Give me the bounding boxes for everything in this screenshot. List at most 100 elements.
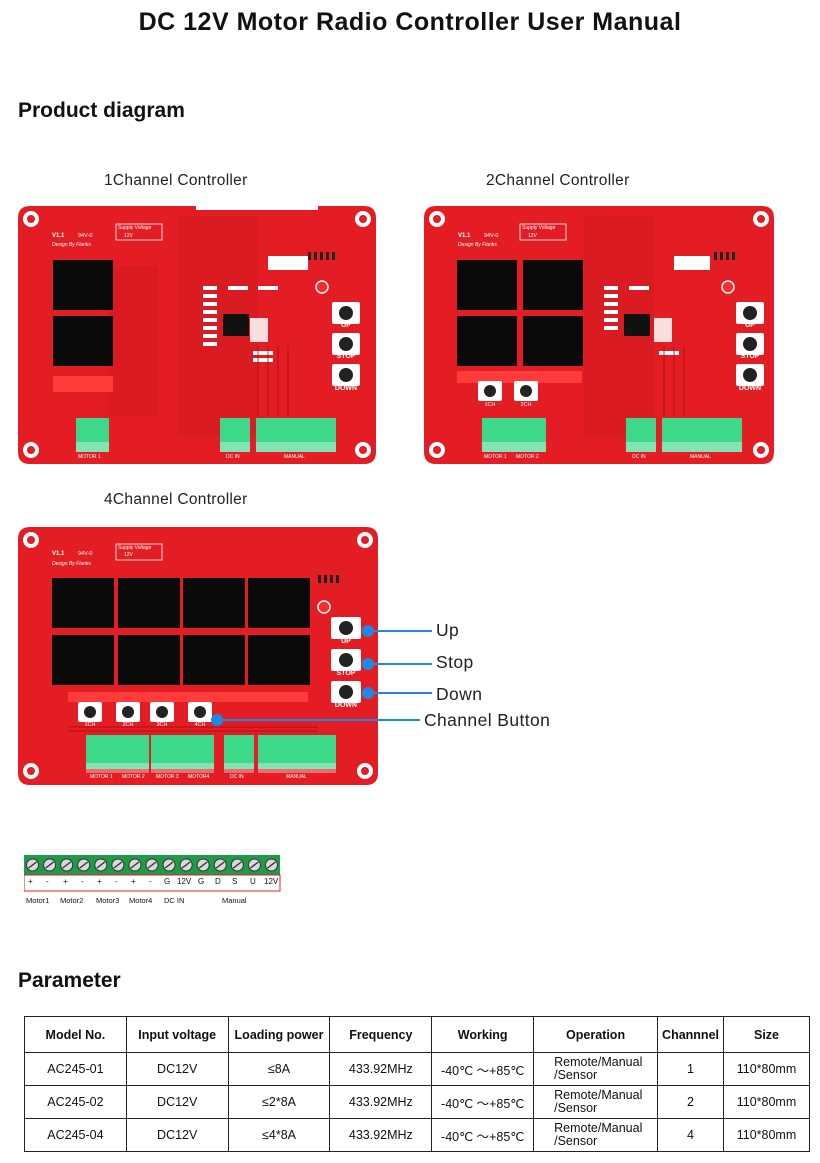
terminal-label-dc-in: DC IN xyxy=(230,774,244,780)
document-title: DC 12V Motor Radio Controller User Manua… xyxy=(138,8,682,36)
cell-input-voltage: DC12V xyxy=(125,1118,229,1152)
terminal-screw-slot xyxy=(267,861,276,869)
group-label-dc-in: DC IN xyxy=(164,896,185,905)
header-channel: Channnel xyxy=(657,1016,725,1053)
stop-button-label: STOP xyxy=(336,353,356,360)
cell-loading-power: ≤2*8A xyxy=(227,1085,331,1119)
board-rating: 94V-0 xyxy=(78,551,93,557)
cell-size: 110*80mm xyxy=(723,1118,810,1152)
terminal-screw-slot xyxy=(130,861,140,869)
board-rating: 94V-0 xyxy=(78,233,93,239)
section-title-diagram: Product diagram xyxy=(18,99,185,122)
terminal-screw-slot xyxy=(28,861,37,869)
cell-channel: 4 xyxy=(657,1118,725,1152)
table-row: AC245-02 DC12V ≤2*8A 433.92MHz -40℃ ～+85… xyxy=(24,1085,810,1119)
supply-voltage-value: 12V xyxy=(528,233,537,239)
terminal-label-manual: MANUAL xyxy=(690,454,711,460)
cell-frequency: 433.92MHz xyxy=(329,1085,433,1119)
terminal-screw-slot xyxy=(113,861,123,869)
cell-operation: Remote/Manual /Sensor xyxy=(533,1085,659,1119)
cell-input-voltage: DC12V xyxy=(125,1085,229,1119)
down-button-label: DOWN xyxy=(334,702,358,709)
group-label-motor1: Motor1 xyxy=(26,896,50,905)
callout-channel-button: Channel Button xyxy=(424,710,551,730)
table-row: AC245-04 DC12V ≤4*8A 433.92MHz -40℃ ～+85… xyxy=(24,1118,810,1152)
pin-label: G xyxy=(164,877,171,886)
terminal-label-motor3: MOTOR 3 xyxy=(156,774,179,780)
down-button-label: DOWN xyxy=(334,385,358,392)
supply-voltage-label: Supply Voltage xyxy=(118,545,152,551)
header-operation: Operation xyxy=(533,1016,659,1053)
cell-model: AC245-01 xyxy=(24,1052,127,1086)
board-design-credit: Design By Flanks xyxy=(52,242,91,248)
pin-label: U xyxy=(250,877,256,886)
pin-label: + xyxy=(63,877,68,886)
pin-label: - xyxy=(149,877,152,886)
channel-button-label-2: 2CH xyxy=(520,402,532,408)
terminal-label-dc-in: DC IN xyxy=(632,454,646,460)
cell-model: AC245-02 xyxy=(24,1085,127,1119)
cell-working: -40℃ ～+85℃ xyxy=(431,1118,535,1152)
section-title-parameter: Parameter xyxy=(18,969,121,992)
terminal-screw-slot xyxy=(164,861,174,869)
up-button-label: UP xyxy=(341,322,351,329)
cell-loading-power: ≤8A xyxy=(227,1052,331,1086)
terminal-label-motor2: MOTOR 2 xyxy=(516,454,539,460)
terminal-screw-slot xyxy=(147,861,157,869)
header-working: Working xyxy=(431,1016,535,1053)
terminal-screw-slot xyxy=(62,861,72,869)
stop-button-label: STOP xyxy=(336,670,356,677)
terminal-screw-slot xyxy=(181,861,191,869)
pin-label: + xyxy=(28,877,33,886)
pin-label: G xyxy=(198,877,205,886)
pin-label: S xyxy=(232,877,238,886)
pin-label: 12V xyxy=(264,877,279,886)
group-label-motor4: Motor4 xyxy=(129,896,153,905)
up-button-label: UP xyxy=(341,638,351,645)
cell-operation: Remote/Manual /Sensor xyxy=(533,1052,659,1086)
cell-channel: 2 xyxy=(657,1085,725,1119)
cell-frequency: 433.92MHz xyxy=(329,1118,433,1152)
board-design-credit: Design By Flanks xyxy=(52,561,91,567)
pin-label: - xyxy=(81,877,84,886)
board-version: V1.1 xyxy=(458,233,471,239)
terminal-screw-slot xyxy=(96,861,106,869)
pcb-board-1ch: V1.1 94V-0 Design By Flanks Supply Volta… xyxy=(18,206,376,464)
supply-voltage-value: 12V xyxy=(124,233,133,239)
cell-frequency: 433.92MHz xyxy=(329,1052,433,1086)
terminal-label-dc-in: DC IN xyxy=(226,454,240,460)
controller-label-2ch: 2Channel Controller xyxy=(486,172,630,189)
terminal-strip xyxy=(23,855,282,893)
board-design-credit: Design By Flanks xyxy=(458,242,497,248)
board-rating: 94V-0 xyxy=(484,233,499,239)
callout-stop: Stop xyxy=(436,652,474,672)
terminal-label-motor2: MOTOR 2 xyxy=(122,774,145,780)
cell-size: 110*80mm xyxy=(723,1085,810,1119)
table-header-row: Model No. Input voltage Loading power Fr… xyxy=(24,1016,810,1053)
terminal-label-motor1: MOTOR 1 xyxy=(90,774,113,780)
pin-label: - xyxy=(46,877,49,886)
group-label-motor3: Motor3 xyxy=(96,896,120,905)
up-button-label: UP xyxy=(745,322,755,329)
cell-operation: Remote/Manual /Sensor xyxy=(533,1118,659,1152)
cell-working: -40℃ ～+85℃ xyxy=(431,1052,535,1086)
header-size: Size xyxy=(723,1016,810,1053)
terminal-label-manual: MANUAL xyxy=(284,454,305,460)
channel-button-label-1: 1CH xyxy=(84,722,96,728)
supply-voltage-value: 12V xyxy=(124,552,133,558)
header-loading-power: Loading power xyxy=(227,1016,331,1053)
controller-label-4ch: 4Channel Controller xyxy=(104,491,248,508)
terminal-label-manual: MANUAL xyxy=(286,774,307,780)
terminal-screw-slot xyxy=(232,861,242,869)
group-label-motor2: Motor2 xyxy=(60,896,84,905)
terminal-label-motor1: MOTOR 1 xyxy=(484,454,507,460)
header-model: Model No. xyxy=(24,1016,127,1053)
supply-voltage-label: Supply Voltage xyxy=(522,225,556,231)
cell-input-voltage: DC12V xyxy=(125,1052,229,1086)
table-row: AC245-01 DC12V ≤8A 433.92MHz -40℃ ～+85℃ … xyxy=(24,1052,810,1086)
terminal-group-labels: Motor1 Motor2 Motor3 Motor4 DC IN Manual xyxy=(24,896,284,908)
terminal-screw-slot xyxy=(249,861,259,869)
terminal-screw-slot xyxy=(215,861,225,869)
stop-button-label: STOP xyxy=(740,353,760,360)
terminal-label-motor4: MOTOR4 xyxy=(188,774,210,780)
